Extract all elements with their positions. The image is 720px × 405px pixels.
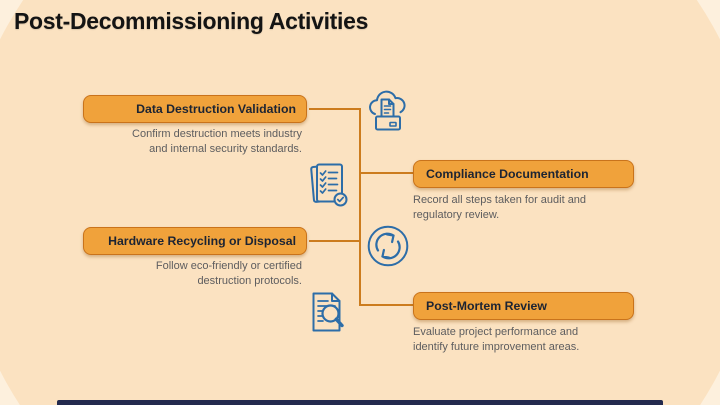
step-box-data-destruction-validation: Data Destruction Validation	[83, 95, 307, 123]
connector-line-step2	[361, 172, 413, 174]
step-box-hardware-recycling-disposal: Hardware Recycling or Disposal	[83, 227, 307, 255]
step-label: Hardware Recycling or Disposal	[108, 234, 296, 248]
slide-title: Post-Decommissioning Activities	[14, 8, 369, 34]
checklist-icon	[307, 160, 351, 213]
description-line: destruction protocols.	[197, 274, 302, 287]
step-box-post-mortem-review: Post-Mortem Review	[413, 292, 634, 320]
step-description-hardware-recycling-disposal: Follow eco-friendly or certified destruc…	[58, 259, 302, 288]
step-description-compliance-documentation: Record all steps taken for audit and reg…	[413, 193, 657, 222]
description-line: and internal security standards.	[149, 142, 302, 155]
description-line: identify future improvement areas.	[413, 340, 580, 353]
step-label: Data Destruction Validation	[136, 102, 296, 116]
connector-vertical-line	[359, 108, 361, 306]
connector-line-step3	[309, 240, 359, 242]
description-line: Confirm destruction meets industry	[132, 128, 302, 140]
step-description-data-destruction-validation: Confirm destruction meets industry and i…	[58, 127, 302, 156]
connector-line-step1	[309, 108, 359, 110]
recycle-icon	[366, 224, 410, 273]
description-line: regulatory review.	[413, 208, 500, 221]
description-line: Evaluate project performance and	[413, 326, 579, 338]
description-line: Follow eco-friendly or certified	[155, 260, 302, 272]
step-box-compliance-documentation: Compliance Documentation	[413, 160, 634, 188]
description-line: Record all steps taken for audit and	[413, 194, 587, 206]
step-description-post-mortem-review: Evaluate project performance and identif…	[413, 325, 657, 354]
footer-bar	[57, 400, 663, 405]
step-label: Compliance Documentation	[426, 167, 589, 181]
cloud-archive-icon	[365, 89, 411, 144]
connector-line-step4	[361, 304, 413, 306]
document-search-icon	[305, 288, 349, 341]
step-label: Post-Mortem Review	[426, 299, 547, 313]
